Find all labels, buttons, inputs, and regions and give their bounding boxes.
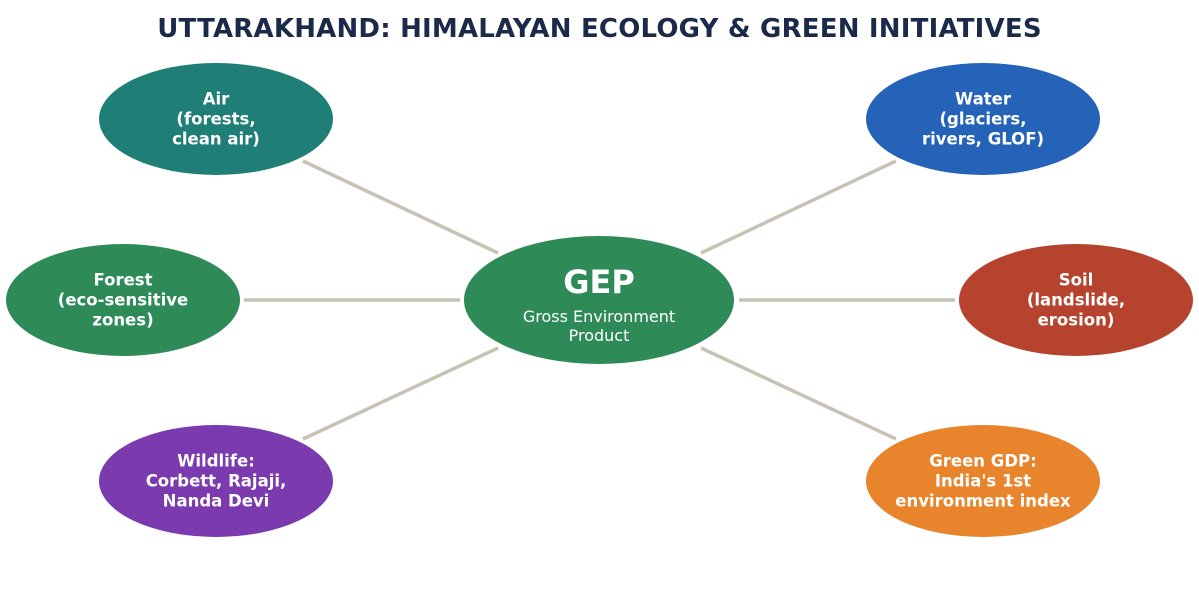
connector-air bbox=[302, 159, 499, 255]
node-soil-label-line: (landslide, bbox=[1027, 291, 1125, 310]
node-green-gdp-label-line: India's 1st bbox=[935, 472, 1031, 491]
node-forest-label-line: Forest bbox=[94, 271, 153, 290]
node-air-ellipse bbox=[99, 63, 333, 175]
connector-wildlife bbox=[302, 346, 499, 441]
node-wildlife-ellipse bbox=[99, 425, 333, 537]
connector-green-gdp bbox=[700, 346, 897, 441]
page-title: UTTARAKHAND: HIMALAYAN ECOLOGY & GREEN I… bbox=[157, 14, 1042, 44]
node-green-gdp-label-line: environment index bbox=[895, 492, 1071, 511]
connectors-group bbox=[244, 159, 955, 441]
node-soil-label-line: erosion) bbox=[1038, 311, 1115, 330]
node-water-label-line: (glaciers, bbox=[940, 110, 1027, 129]
node-air-label-line: (forests, bbox=[176, 110, 255, 129]
node-water-ellipse bbox=[866, 63, 1100, 175]
node-water-label-line: Water bbox=[955, 90, 1012, 109]
node-green-gdp-label-line: Green GDP: bbox=[929, 452, 1036, 471]
connector-water bbox=[700, 159, 897, 255]
hub-subtitle-line: Gross Environment bbox=[523, 307, 675, 326]
hub-ellipse bbox=[464, 236, 734, 364]
hub-subtitle-line: Product bbox=[569, 326, 630, 345]
node-water-label-line: rivers, GLOF) bbox=[922, 130, 1044, 149]
node-forest-ellipse bbox=[6, 244, 240, 356]
node-forest-label-line: zones) bbox=[92, 311, 153, 330]
node-soil: Soil(landslide,erosion) bbox=[959, 244, 1193, 356]
node-forest-label-line: (eco-sensitive bbox=[58, 291, 188, 310]
node-soil-label-line: Soil bbox=[1059, 271, 1094, 290]
hub-title: GEP bbox=[563, 263, 635, 301]
node-air: Air(forests,clean air) bbox=[99, 63, 333, 175]
node-green-gdp-ellipse bbox=[866, 425, 1100, 537]
node-air-label-line: clean air) bbox=[172, 130, 260, 149]
node-wildlife-label-line: Wildlife: bbox=[177, 452, 255, 471]
node-wildlife-label-line: Nanda Devi bbox=[163, 492, 270, 511]
node-air-label-line: Air bbox=[203, 90, 230, 109]
node-wildlife-label-line: Corbett, Rajaji, bbox=[146, 472, 287, 491]
node-water: Water(glaciers,rivers, GLOF) bbox=[866, 63, 1100, 175]
nodes-group: Air(forests,clean air) Water(glaciers,riv… bbox=[6, 63, 1193, 537]
node-soil-ellipse bbox=[959, 244, 1193, 356]
node-wildlife: Wildlife:Corbett, Rajaji,Nanda Devi bbox=[99, 425, 333, 537]
